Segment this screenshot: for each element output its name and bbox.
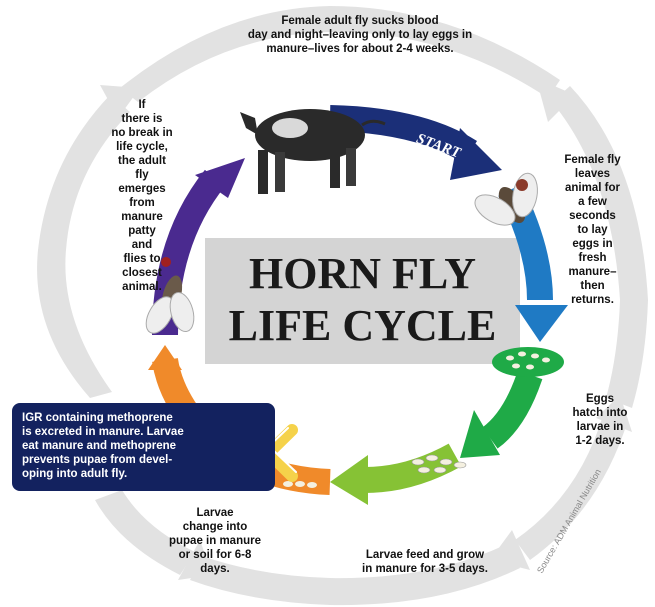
- stage-eggs-hatch-text: Eggs hatch into larvae in 1-2 days.: [572, 393, 628, 447]
- stage-pupae-text: Larvae change into pupae in manure or so…: [168, 507, 262, 575]
- center-title-panel: [205, 238, 520, 364]
- arrow-purple-head: [195, 158, 245, 198]
- stage-emerge-text: If there is no break in life cycle, the …: [111, 99, 173, 293]
- diagram-title-line1: HORN FLY: [249, 249, 476, 298]
- pupae-icon: [283, 481, 317, 488]
- larvae-cluster-icon: [411, 454, 467, 474]
- arrow-start-head: [450, 128, 502, 180]
- arrow-lime-head: [330, 455, 368, 505]
- arrow-blue-head: [515, 305, 568, 342]
- arrow-green-segment: [481, 370, 543, 449]
- outer-ring: [37, 6, 648, 606]
- stage-adult-fly-text: Female adult fly sucks blood day and nig…: [247, 15, 473, 55]
- arrow-green-head: [460, 410, 500, 458]
- igr-note-box: IGR containing methoprene is excreted in…: [12, 403, 275, 491]
- egg-cluster-icon: [492, 347, 564, 377]
- stage-larvae-feed-text: Larvae feed and grow in manure for 3-5 d…: [362, 549, 488, 575]
- fly-icon: [145, 257, 195, 334]
- fly-icon: [474, 172, 538, 226]
- arrow-orange-head: [148, 345, 182, 370]
- outer-ring-arrowheads: [100, 78, 632, 580]
- stage-lay-eggs-text: Female fly leaves animal for a few secon…: [564, 154, 621, 306]
- cow-icon: [240, 109, 386, 194]
- diagram-title-line2: LIFE CYCLE: [228, 301, 497, 350]
